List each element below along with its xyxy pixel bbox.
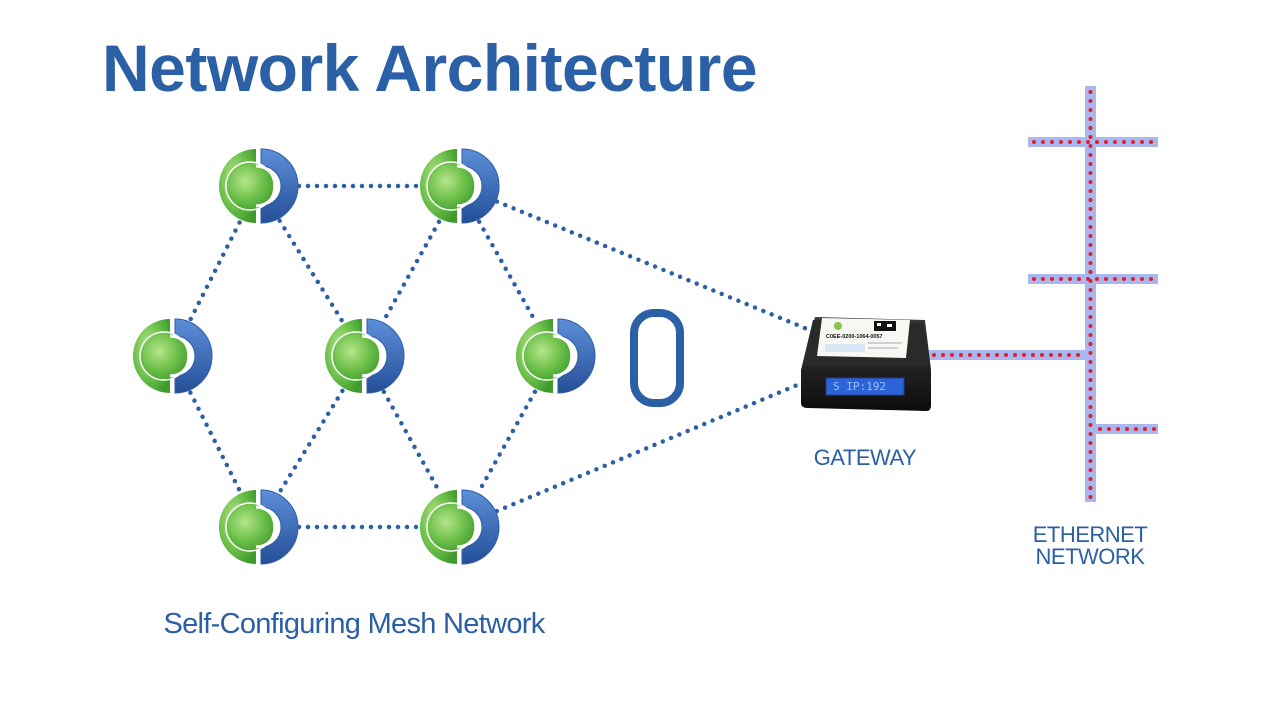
mesh-link xyxy=(188,390,242,493)
mesh-node-icon xyxy=(325,318,405,394)
gateway-lcd-text: S IP:192 xyxy=(833,380,886,393)
gateway-lcd xyxy=(825,377,905,396)
mesh-link xyxy=(277,218,345,324)
gateway-links xyxy=(494,199,815,514)
mesh-node-icon xyxy=(219,148,299,224)
gateway-device: C0EE-0200-1064-0057 S IP:192 xyxy=(801,317,931,411)
page-title: Network Architecture xyxy=(102,31,758,105)
ethernet-dots xyxy=(932,90,1157,500)
wireless-symbol-icon xyxy=(630,309,684,407)
mesh-link xyxy=(381,389,442,494)
ethernet-label-line1: ETHERNET xyxy=(1033,522,1148,547)
ethernet-network xyxy=(928,86,1158,502)
mesh-link xyxy=(277,388,345,495)
mesh-node-icon xyxy=(420,148,500,224)
ethernet-bands xyxy=(928,86,1158,502)
mesh-link xyxy=(476,219,538,323)
mesh-nodes xyxy=(133,148,596,565)
gateway-label: GATEWAY xyxy=(814,445,917,470)
mesh-node-icon xyxy=(420,489,500,565)
mesh-node-icon xyxy=(516,318,596,394)
mesh-network-label: Self-Configuring Mesh Network xyxy=(163,608,545,640)
mesh-link xyxy=(476,389,538,494)
gateway-device-id: C0EE-0200-1064-0057 xyxy=(826,334,883,340)
mesh-node-icon xyxy=(219,489,299,565)
gateway-logo-icon xyxy=(834,322,842,330)
ethernet-label-line2: NETWORK xyxy=(1036,544,1146,569)
gateway-link xyxy=(494,199,815,334)
qr-code-icon xyxy=(874,321,896,331)
mesh-link xyxy=(188,220,242,322)
mesh-link xyxy=(381,219,442,323)
gateway-link xyxy=(494,380,805,514)
mesh-links xyxy=(188,183,538,530)
mesh-node-icon xyxy=(133,318,213,394)
